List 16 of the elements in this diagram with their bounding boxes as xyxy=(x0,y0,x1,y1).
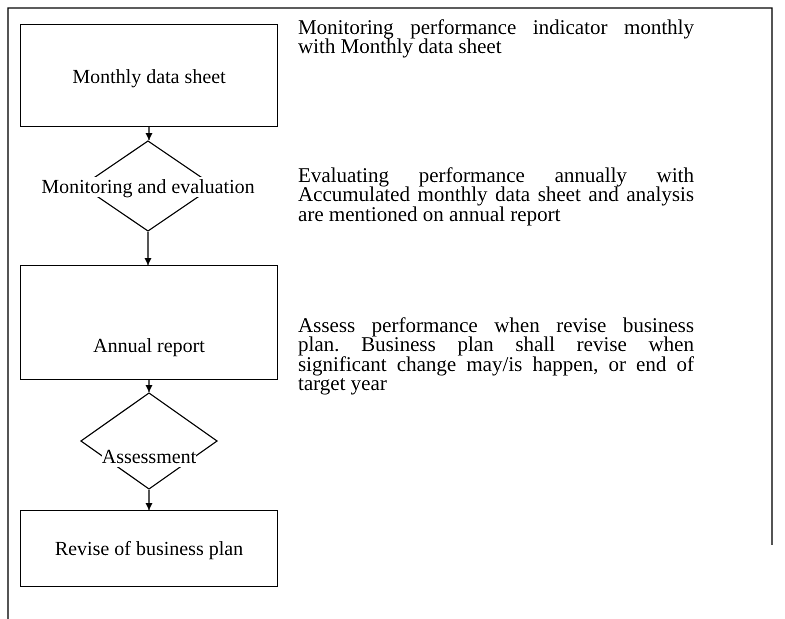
description-text: Assess performance when revise business plan. Business plan shall revise when significant change may/is happen, or end of target year xyxy=(298,316,694,394)
node-label: Monitoring and evaluation xyxy=(41,177,255,197)
node-label: Monthly data sheet xyxy=(72,67,226,87)
arrow xyxy=(144,232,152,265)
node-label: Assessment xyxy=(102,447,196,467)
process-box xyxy=(20,265,278,380)
process-box xyxy=(20,24,278,127)
node-label: Annual report xyxy=(93,336,205,356)
description-text: Monitoring performance indicator monthly with Monthly data sheet xyxy=(298,18,694,57)
arrow xyxy=(146,380,152,392)
decision-diamond xyxy=(80,392,218,490)
arrow xyxy=(146,490,152,510)
arrow xyxy=(146,127,152,140)
description-text: Evaluating performance annually with Accumulated monthly data sheet and analysis are mentioned on annual report xyxy=(298,166,694,224)
process-box xyxy=(20,510,278,587)
node-label: Revise of business plan xyxy=(54,539,244,559)
